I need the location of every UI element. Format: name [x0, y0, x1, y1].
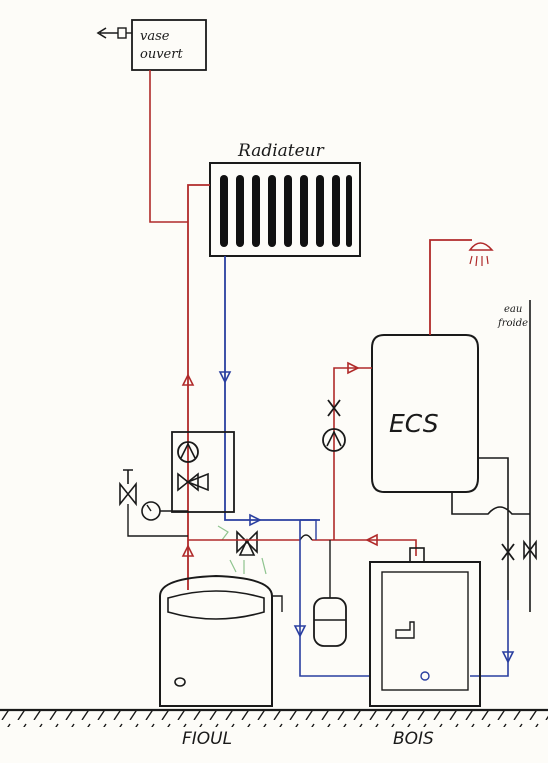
safety-pipe — [127, 504, 188, 537]
isolation-valve-icon — [327, 399, 341, 417]
cold-water-label-line1: eau — [504, 304, 522, 315]
oil-boiler-label: FIOUL — [182, 729, 232, 749]
pressure-gauge-icon — [141, 501, 161, 521]
safety-valve — [119, 469, 137, 507]
expansion-pipe — [149, 70, 188, 223]
circulator-pump-icon — [322, 428, 346, 452]
vent-arrow-icon — [96, 27, 132, 39]
expansion-tank-label-line1: vase — [140, 29, 170, 44]
expansion-tank: vase ouvert — [131, 19, 207, 71]
return-pipe — [299, 520, 509, 677]
flow-arrow-down-icon — [501, 651, 515, 664]
main-hot-line — [188, 539, 417, 556]
oil-boiler — [159, 574, 273, 707]
hot-supply-pipe — [187, 184, 210, 590]
flow-arrow-left-icon — [365, 533, 378, 547]
flow-arrow-up-icon — [181, 544, 195, 557]
hot-water-tank: ECS — [371, 334, 479, 493]
ground-line — [0, 708, 548, 727]
cold-water-pipe — [451, 300, 531, 612]
valve-icon — [177, 472, 199, 492]
circulator-pump-icon — [177, 441, 199, 463]
flow-arrow-right-icon — [249, 513, 262, 527]
door-handle-icon — [395, 621, 415, 639]
pressure-vessel — [313, 540, 347, 647]
flow-arrow-down-icon — [293, 625, 307, 638]
radiator-label: Radiateur — [237, 141, 325, 161]
wood-boiler — [369, 547, 481, 707]
pump-group — [171, 431, 235, 513]
shower-head-icon — [429, 239, 494, 335]
radiator: Radiateur — [209, 141, 361, 257]
check-valve-icon — [523, 539, 537, 561]
flow-arrow-up-icon — [181, 373, 195, 386]
flow-arrow-right-icon — [347, 361, 360, 375]
expansion-tank-label-line2: ouvert — [140, 47, 183, 62]
sketch-marks — [217, 525, 267, 575]
cold-water-label-line2: froide — [497, 318, 528, 329]
hot-water-tank-label: ECS — [389, 409, 439, 438]
wood-boiler-label: BOIS — [393, 729, 434, 749]
flow-arrow-down-icon — [218, 371, 232, 384]
cold-return-pipe — [224, 256, 320, 521]
isolation-valve-icon — [501, 543, 515, 561]
ecs-loop-pipe — [333, 367, 372, 540]
mixing-valve — [236, 530, 258, 556]
